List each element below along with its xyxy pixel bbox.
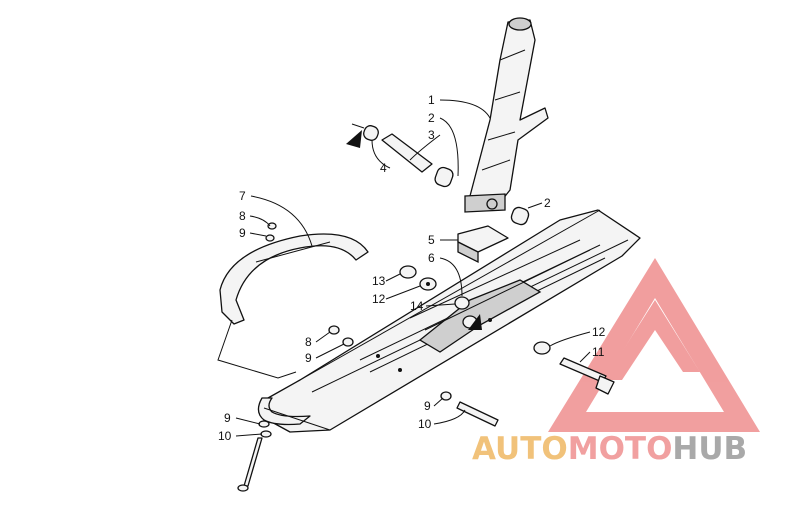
callout-9: 9 — [224, 411, 231, 425]
callout-5: 5 — [428, 233, 435, 247]
callout-7: 7 — [239, 189, 246, 203]
callout-9: 9 — [239, 226, 246, 240]
bushings — [363, 125, 530, 226]
callout-2: 2 — [544, 196, 551, 210]
spindle-part-1 — [464, 17, 549, 213]
callout-9: 9 — [424, 399, 431, 413]
fasteners — [237, 265, 615, 492]
callout-10: 10 — [418, 417, 432, 431]
assembly-outline — [217, 319, 297, 379]
arrow-marker-icon — [468, 314, 482, 330]
callout-12: 12 — [592, 325, 606, 339]
callout-13: 13 — [372, 274, 386, 288]
callout-9: 9 — [305, 351, 312, 365]
watermark-text: AUTOMOTOHUB — [472, 431, 747, 467]
callout-4: 4 — [380, 161, 387, 175]
callout-1: 1 — [428, 93, 435, 107]
callout-6: 6 — [428, 251, 435, 265]
callout-labels: 1 2 3 4 2 5 6 7 8 9 13 12 14 8 9 12 11 9… — [218, 93, 606, 443]
ski-handle-part-7 — [219, 222, 369, 325]
callout-14: 14 — [410, 299, 424, 313]
svg-text:AUTOMOTOHUB: AUTOMOTOHUB — [472, 431, 747, 467]
callout-2: 2 — [428, 111, 435, 125]
watermark-word-moto: MOTO — [568, 431, 673, 467]
watermark-inner-mark-icon — [604, 300, 700, 380]
watermark-triangle-icon — [548, 258, 760, 432]
callout-8: 8 — [239, 209, 246, 223]
callout-12: 12 — [372, 292, 386, 306]
watermark-logo — [548, 258, 760, 432]
callout-8: 8 — [305, 335, 312, 349]
leader-lines — [235, 99, 591, 437]
watermark-word-auto: AUTO — [472, 431, 568, 467]
callout-10: 10 — [218, 429, 232, 443]
callout-3: 3 — [428, 128, 435, 142]
callout-11: 11 — [592, 345, 605, 359]
arrow-marker-icon — [346, 130, 362, 148]
wear-pad-part-5 — [457, 225, 509, 264]
watermark-word-hub: HUB — [672, 431, 747, 467]
